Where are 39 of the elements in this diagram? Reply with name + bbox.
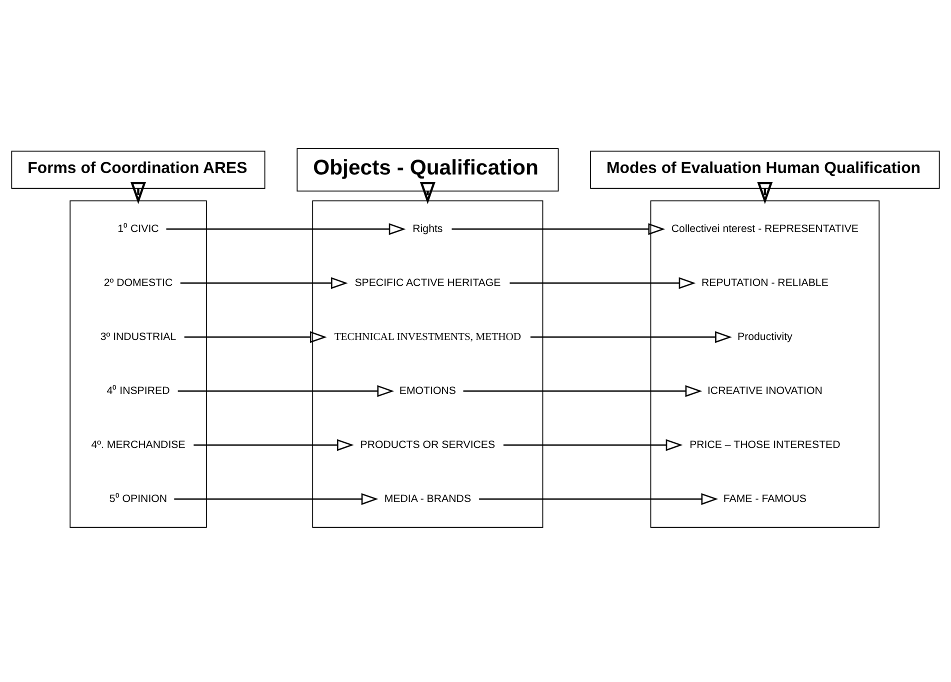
arrow [463,384,702,396]
node-text: 2º DOMESTIC [104,276,173,288]
node-text: Productivity [738,330,792,342]
node-text: 1⁰ CIVIC [118,222,159,234]
arrow [510,276,696,288]
cluster [312,200,544,528]
arrow [420,181,436,204]
node-text: PRICE – THOSE INTERESTED [690,438,840,450]
node-text: Rights [412,222,443,234]
arrow [503,438,683,450]
node-text: MEDIA - BRANDS [384,492,472,504]
arrow [178,384,394,396]
node-text: Collectivei nterest - REPRESENTATIVE [671,222,858,234]
arrow [174,492,378,504]
cluster [70,200,207,528]
arrow [166,222,406,234]
node-text: SPECIFIC ACTIVE HERITAGE [354,276,501,288]
node-text: REPUTATION - RELIABLE [701,276,828,288]
arrow [757,181,773,204]
arrow [130,181,146,204]
arrow [184,330,327,342]
node-text: ICREATIVE INOVATION [707,384,822,396]
arrow [452,222,666,234]
node-text: 3º INDUSTRIAL [100,330,176,342]
node-text: FAME - FAMOUS [723,492,806,504]
node-text: PRODUCTS OR SERVICES [360,438,496,450]
cluster [650,200,880,528]
arrow [194,438,354,450]
node-text: EMOTIONS [399,384,456,396]
node-text: 4º. MERCHANDISE [91,438,186,450]
node-text: 5⁰ OPINION [109,492,168,504]
arrow [180,276,348,288]
node-box: Objects - Qualification [296,148,559,191]
arrow [479,492,718,504]
node-box: Modes of Evaluation Human Qualification [590,150,940,188]
node-text: 4⁰ INSPIRED [106,384,170,396]
node-box: Forms of Coordination ARES [11,150,266,188]
arrow [530,330,732,342]
node-text: TECHNICAL INVESTMENTS, METHOD [334,331,522,342]
